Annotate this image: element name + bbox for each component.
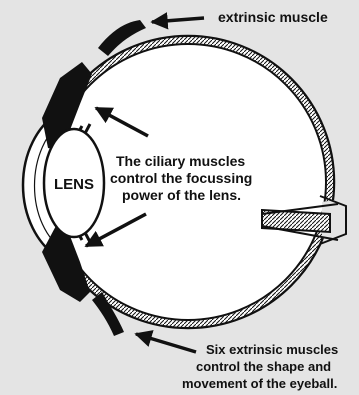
- label-extrinsic-muscle: extrinsic muscle: [218, 9, 328, 25]
- arrow-six-muscles: [136, 334, 196, 352]
- label-ciliary-line1: The ciliary muscles: [116, 153, 245, 169]
- label-six-line1: Six extrinsic muscles: [206, 342, 338, 357]
- label-ciliary-line3: power of the lens.: [122, 187, 241, 203]
- lens-label: LENS: [54, 176, 94, 193]
- label-six-line3: movement of the eyeball.: [182, 376, 337, 391]
- label-six-line2: control the shape and: [196, 359, 331, 374]
- label-ciliary-line2: control the focussing: [110, 170, 252, 186]
- arrow-extrinsic-muscle: [152, 18, 204, 22]
